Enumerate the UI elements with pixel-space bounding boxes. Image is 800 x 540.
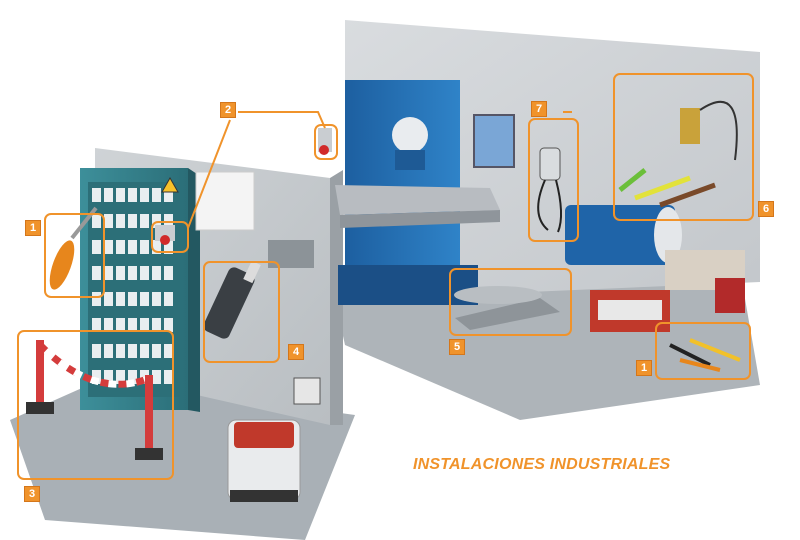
two-pole-voltage-tester [537, 147, 562, 233]
breaker [104, 318, 113, 332]
callout-number-4: 4 [288, 344, 304, 360]
callout-box-1-pliers [655, 322, 751, 380]
callout-box-2-switch [151, 221, 189, 253]
voltage-detector [203, 260, 261, 339]
callout-box-3-barrier [17, 330, 174, 480]
breaker [128, 370, 137, 384]
safety-poster [195, 171, 255, 231]
breaker [152, 266, 161, 280]
breaker [140, 240, 149, 254]
leader-lines [187, 111, 572, 229]
breaker [116, 292, 125, 306]
caption-title: INSTALACIONES INDUSTRIALES [413, 456, 671, 473]
breaker [128, 240, 137, 254]
callout-number-2: 2 [220, 102, 236, 118]
portable-tester [227, 419, 301, 502]
breaker [92, 188, 101, 202]
breaker [92, 240, 101, 254]
breaker [104, 266, 113, 280]
breaker [164, 266, 173, 280]
breaker [128, 214, 137, 228]
breaker [128, 292, 137, 306]
breaker [92, 344, 101, 358]
breaker [152, 344, 161, 358]
callout-number-1-right: 1 [636, 360, 652, 376]
breaker [140, 344, 149, 358]
floor-socket [293, 377, 321, 405]
callout-box-4-detector [203, 261, 280, 363]
breaker [128, 318, 137, 332]
breaker [152, 318, 161, 332]
breaker [140, 214, 149, 228]
breaker [152, 292, 161, 306]
warning-sign [161, 176, 179, 193]
breaker [128, 188, 137, 202]
breaker [116, 318, 125, 332]
callout-number-6: 6 [758, 201, 774, 217]
insulated-pliers [669, 338, 741, 372]
breaker [164, 370, 173, 384]
breaker [104, 344, 113, 358]
insulating-mat [454, 286, 560, 330]
breaker [104, 370, 113, 384]
breaker [92, 370, 101, 384]
wall-left-edge [330, 170, 343, 425]
breaker [92, 266, 101, 280]
breaker [164, 240, 173, 254]
breaker [152, 370, 161, 384]
breaker [164, 292, 173, 306]
breaker [164, 318, 173, 332]
breaker [104, 188, 113, 202]
breaker [164, 188, 173, 202]
breaker [152, 188, 161, 202]
callout-number-1: 1 [25, 220, 41, 236]
breaker [140, 318, 149, 332]
breaker [116, 344, 125, 358]
callout-number-7: 7 [531, 101, 547, 117]
breaker [92, 214, 101, 228]
breaker [140, 188, 149, 202]
callout-number-3: 3 [24, 486, 40, 502]
callout-box-2-switch-wall [314, 124, 338, 160]
breaker [116, 240, 125, 254]
callout-box-1-screwdriver [44, 213, 105, 298]
breaker [104, 214, 113, 228]
breaker [116, 188, 125, 202]
emergency-switch [155, 128, 332, 245]
breaker [116, 266, 125, 280]
barrier-post-left [36, 340, 44, 408]
breaker [92, 292, 101, 306]
barrier-post-right [145, 375, 153, 455]
breaker [104, 240, 113, 254]
breaker [116, 370, 125, 384]
breaker [164, 344, 173, 358]
callout-box-6-leads [613, 73, 754, 221]
callout-box-5-mat [449, 268, 572, 336]
barrier-chain [37, 342, 152, 388]
breaker [104, 292, 113, 306]
test-leads [618, 100, 738, 208]
breaker [140, 292, 149, 306]
breaker [92, 318, 101, 332]
wall-panel [473, 114, 515, 168]
breaker [128, 266, 137, 280]
breaker [140, 266, 149, 280]
callout-number-5: 5 [449, 339, 465, 355]
callout-box-7-tester [528, 118, 579, 242]
breaker [116, 214, 125, 228]
breaker [128, 344, 137, 358]
